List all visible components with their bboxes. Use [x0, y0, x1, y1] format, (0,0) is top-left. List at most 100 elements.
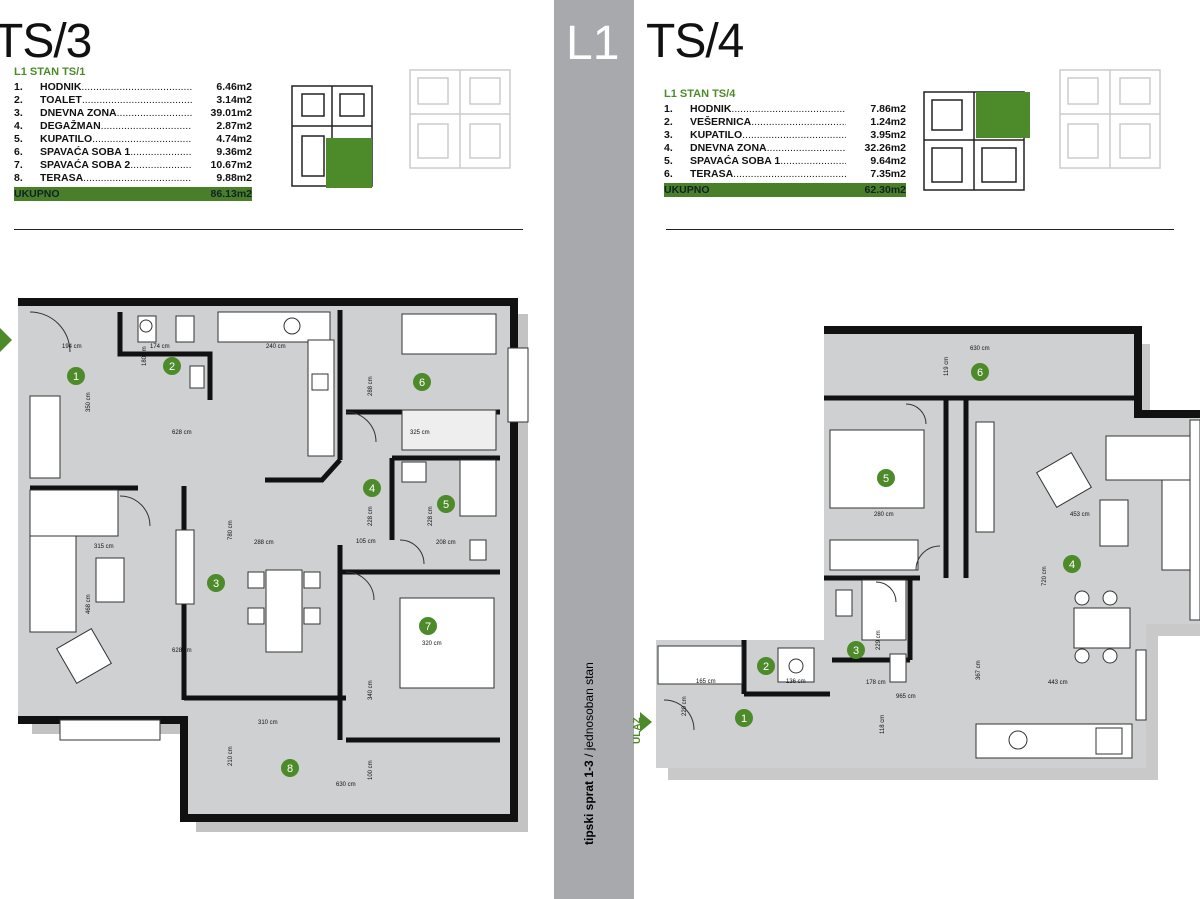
dimension-label: 310 cm	[258, 720, 278, 726]
room-index: 8.	[14, 172, 23, 184]
dimension-label: 315 cm	[94, 544, 114, 550]
room-name: TOALET	[40, 94, 82, 106]
room-name: KUPATILO	[40, 133, 93, 145]
dot-leader: ........................................…	[83, 172, 192, 184]
dimension-label: 118 cm	[880, 715, 886, 734]
dimension-label: 288 cm	[368, 376, 374, 396]
room-number: 5	[883, 473, 889, 485]
room-row: 3.DNEVNA ZONA...........................…	[14, 107, 252, 120]
dimension-label: 165 cm	[696, 679, 716, 685]
room-name: TERASA	[690, 168, 734, 180]
dimension-label: 178 cm	[866, 680, 886, 686]
room-row: 5.KUPATILO..............................…	[14, 133, 252, 146]
room-area: 6.46m2	[216, 81, 252, 93]
dot-leader: ........................................…	[92, 133, 192, 145]
room-number: 6	[977, 367, 983, 379]
dimension-label: 720 cm	[1042, 566, 1048, 586]
room-index: 1.	[664, 103, 673, 115]
room-row: 8. TERASA................................…	[14, 172, 252, 185]
room-number: 3	[853, 645, 859, 657]
room-number-marker	[971, 363, 989, 381]
room-row: 3.KUPATILO..............................…	[664, 129, 906, 142]
room-index: 3.	[14, 107, 23, 119]
dimension-label: 228 cm	[368, 506, 374, 526]
room-area: 9.64m2	[870, 155, 906, 167]
room-number: 8	[287, 763, 293, 775]
dot-leader: ........................................…	[81, 81, 192, 93]
room-row: 6.TERASA................................…	[664, 168, 906, 181]
room-area: 1.24m2	[870, 116, 906, 128]
room-number: 7	[425, 621, 431, 633]
room-row: 6.SPAVAĆA SOBA 1........................…	[14, 146, 252, 159]
room-index: 1.	[14, 81, 23, 93]
dimension-label: 229 cm	[876, 630, 882, 650]
dimension-label: 194 cm	[62, 344, 82, 350]
dimension-label: 367 cm	[976, 660, 982, 680]
dimension-label: 320 cm	[422, 641, 442, 647]
left-area-table: L1 STAN TS/1 1.HODNIK...................…	[14, 66, 252, 201]
dot-leader: ........................................…	[751, 116, 846, 128]
dimension-label: 100 cm	[368, 760, 374, 780]
room-number-marker	[877, 469, 895, 487]
level-label: L1	[566, 17, 620, 70]
room-number-marker	[1063, 555, 1081, 573]
room-area: 3.95m2	[870, 129, 906, 141]
room-area: 2.87m2	[216, 120, 252, 132]
room-row: 5.SPAVAĆA SOBA 1........................…	[664, 155, 906, 168]
room-name: HODNIK	[690, 103, 732, 115]
dimension-label: 210 cm	[228, 746, 234, 766]
dimension-label: 443 cm	[1048, 680, 1068, 686]
dot-leader: ........................................…	[742, 129, 846, 141]
room-area: 3.14m2	[216, 94, 252, 106]
right-keyplan-dark	[923, 91, 1030, 191]
room-area: 10.67m2	[210, 159, 252, 171]
dimension-label: 136 cm	[786, 679, 806, 685]
room-row: 4.DEGAŽMAN..............................…	[14, 120, 252, 133]
room-number-marker	[437, 495, 455, 513]
room-number: 2	[763, 661, 769, 673]
dimension-label: 220 cm	[682, 696, 688, 716]
left-unit-title: TS/3	[0, 15, 92, 68]
dot-leader: ........................................…	[780, 155, 846, 167]
room-number-marker	[163, 357, 181, 375]
dimension-label: 105 cm	[356, 539, 376, 545]
dimension-label: 174 cm	[150, 344, 170, 350]
dimension-label: 240 cm	[266, 344, 286, 350]
room-name: DEGAŽMAN	[40, 120, 101, 132]
room-index: 2.	[664, 116, 673, 128]
room-index: 7.	[14, 159, 23, 171]
left-keyplan-light	[409, 69, 511, 169]
room-number: 1	[741, 713, 747, 725]
room-area: 7.35m2	[870, 168, 906, 180]
room-name: VEŠERNICA	[690, 116, 752, 128]
room-number: 4	[1069, 559, 1075, 571]
dimension-label: 965 cm	[896, 694, 916, 700]
dimension-label: 119 cm	[944, 357, 950, 376]
room-number-marker	[207, 574, 225, 592]
left-separator	[14, 229, 523, 230]
room-name: KUPATILO	[690, 129, 743, 141]
dimension-label: 180 cm	[142, 346, 148, 366]
dimension-label: 628 cm	[172, 648, 192, 654]
room-number: 4	[369, 483, 375, 495]
room-number-marker	[847, 641, 865, 659]
room-number-marker	[735, 709, 753, 727]
room-number-marker	[281, 759, 299, 777]
dimension-label: 468 cm	[86, 594, 92, 614]
room-index: 4.	[14, 120, 23, 132]
room-row: 7.SPAVAĆA SOBA 2........................…	[14, 159, 252, 172]
dimension-label: 208 cm	[436, 540, 456, 546]
room-number-marker	[363, 479, 381, 497]
room-area: 9.36m2	[216, 146, 252, 158]
room-name: SPAVAĆA SOBA 2	[40, 159, 131, 171]
dimension-label: 288 cm	[254, 540, 274, 546]
dot-leader: ........................................…	[733, 168, 846, 180]
dot-leader: ........................................…	[116, 107, 192, 119]
dimension-label: 628 cm	[172, 430, 192, 436]
room-name: TERASA	[40, 172, 84, 184]
room-index: 2.	[14, 94, 23, 106]
right-keyplan-light	[1059, 69, 1161, 169]
room-number: 6	[419, 377, 425, 389]
dimension-label: 630 cm	[336, 782, 356, 788]
room-index: 5.	[664, 155, 673, 167]
